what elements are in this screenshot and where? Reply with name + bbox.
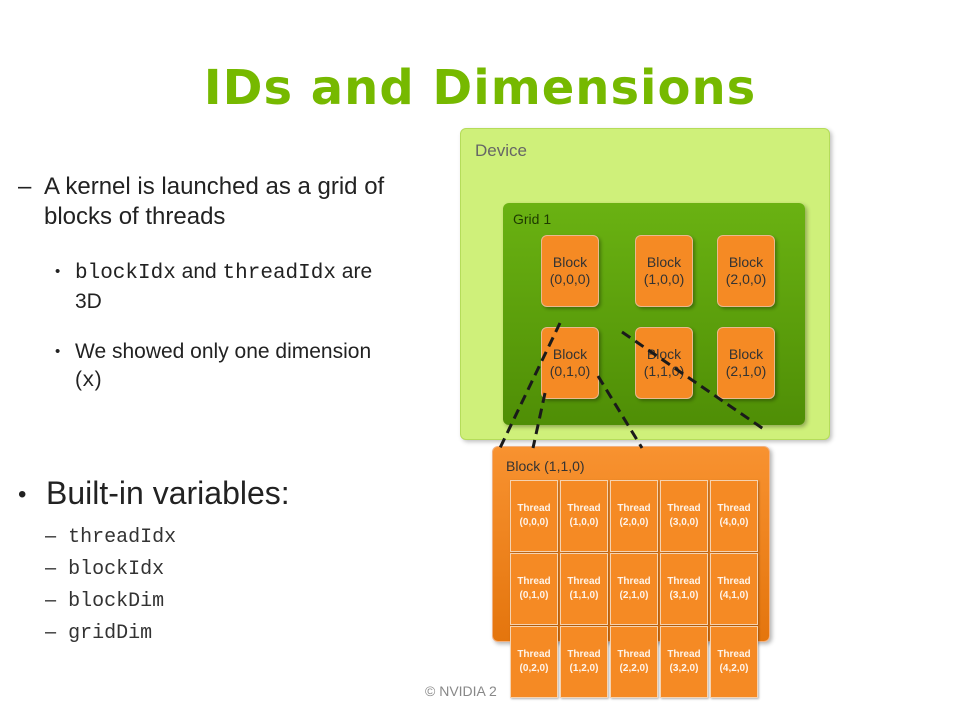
thread-cell: Thread (1,2,0) [560,626,608,698]
thread-cell: Thread (4,0,0) [710,480,758,552]
thread-cell: Thread (4,2,0) [710,626,758,698]
bullet-builtin: • Built-in variables: [18,473,290,513]
connector-line [531,392,547,449]
thread-cell: Thread (1,1,0) [560,553,608,625]
bullet-one-dim: • We showed only one dimension (x) [55,338,395,396]
text-are-3d: are 3D [75,260,373,313]
text-and: and [175,260,223,283]
thread-cell: Thread (0,1,0) [510,553,558,625]
text-close-paren: ) [94,368,102,391]
grid-box: Grid 1 Block (0,0,0) Block (1,0,0) Block… [503,203,805,425]
var-item: –gridDim [45,621,153,645]
connector-line [621,330,766,432]
copyright-footer: © NVIDIA 2 [425,683,497,699]
var-blockdim: blockDim [68,590,165,613]
thread-cell: Thread (2,1,0) [610,553,658,625]
thread-cell: Thread (0,2,0) [510,626,558,698]
code-x: x [82,370,95,393]
var-item: –threadIdx [45,525,177,549]
thread-cell: Thread (3,2,0) [660,626,708,698]
thread-cell: Thread (1,0,0) [560,480,608,552]
connector-line [498,322,562,449]
grid-block: Block (2,1,0) [717,327,775,399]
slide-title: IDs and Dimensions [203,60,757,116]
var-item: –blockDim [45,589,165,613]
grid-label: Grid 1 [513,211,552,227]
code-blockidx: blockIdx [75,262,176,285]
thread-cell: Thread (2,0,0) [610,480,658,552]
text-one-dim: We showed only one dimension ( [75,340,372,391]
thread-cell: Thread (3,0,0) [660,480,708,552]
bullet-dot-icon: • [18,481,27,508]
var-blockidx: blockIdx [68,558,165,581]
block-detail-label: Block (1,1,0) [506,458,585,474]
thread-cell: Thread (3,1,0) [660,553,708,625]
connector-line [596,375,644,449]
grid-block: Block (0,0,0) [541,235,599,307]
var-threadidx: threadIdx [68,526,177,549]
grid-block: Block (1,1,0) [635,327,693,399]
grid-block: Block (1,0,0) [635,235,693,307]
bullet-dot-icon: • [55,343,61,360]
grid-block: Block (2,0,0) [717,235,775,307]
thread-cell: Thread (4,1,0) [710,553,758,625]
bullet-kernel: – A kernel is launched as a grid of bloc… [18,172,438,232]
var-item: –blockIdx [45,557,165,581]
code-threadidx: threadIdx [222,262,336,285]
bullet-dot-icon: • [55,263,61,280]
builtin-heading: Built-in variables: [46,475,290,511]
device-label: Device [475,141,527,160]
dash-marker: – [18,173,32,200]
device-box: Device Grid 1 Block (0,0,0) Block (1,0,0… [460,128,830,440]
var-griddim: gridDim [68,622,153,645]
bullet-kernel-text: A kernel is launched as a grid of blocks… [44,173,385,230]
bullet-3d: • blockIdx and threadIdx are 3D [55,258,395,316]
thread-cell: Thread (0,0,0) [510,480,558,552]
thread-cell: Thread (2,2,0) [610,626,658,698]
